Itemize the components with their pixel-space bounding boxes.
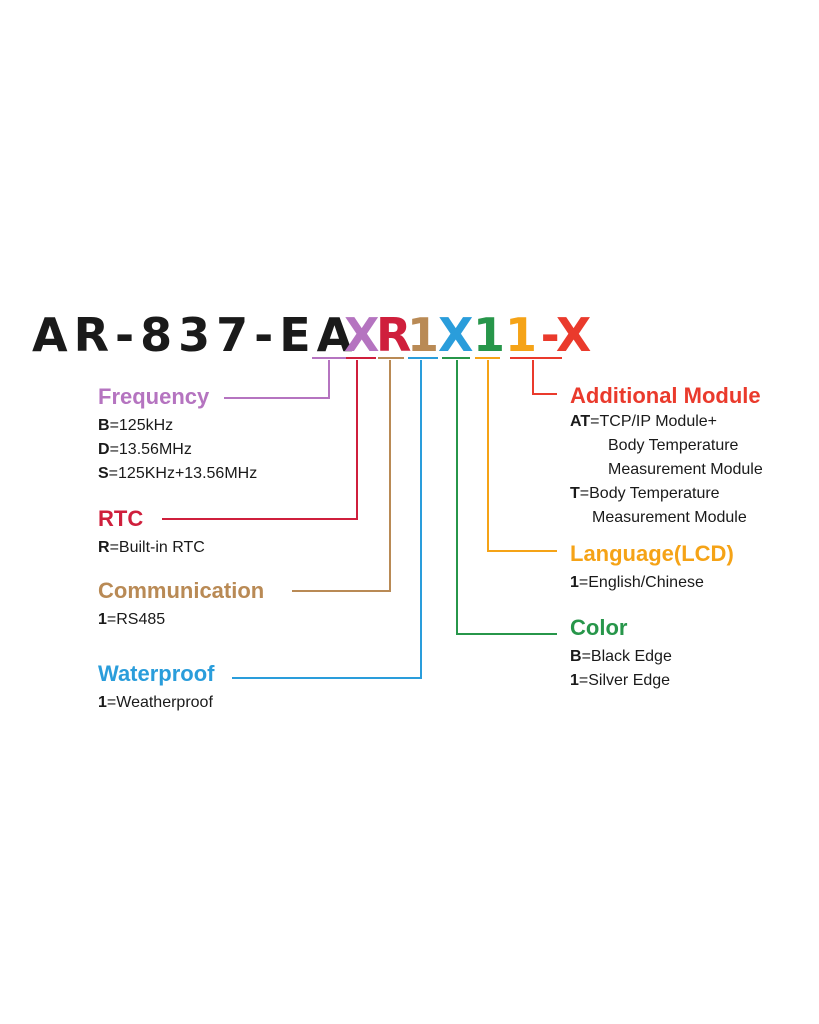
code-color: 1 [472,308,505,362]
additional-option-desc: =TCP/IP Module+ [590,413,718,430]
color-title: Color [570,615,628,640]
rtc-option: R=Built-in RTC [98,536,205,560]
communication-option-desc: =RS485 [106,611,166,628]
communication-connector [292,360,391,592]
additional-option-desc: Measurement Module [608,461,763,478]
frequency-option: S=125KHz+13.56MHz [98,462,257,486]
color-option-desc: =Silver Edge [578,672,671,689]
color-option: 1=Silver Edge [570,669,670,693]
waterproof-option: 1=Weatherproof [98,691,213,715]
frequency-option: B=125kHz [98,414,173,438]
frequency-option-desc: =125KHz+13.56MHz [108,465,258,482]
language-option-desc: =English/Chinese [578,574,704,591]
code-frequency: X [344,308,380,362]
additional-option-code: AT [570,413,591,430]
color-option-code: 1 [570,672,579,689]
additional-option-desc: Body Temperature [608,437,739,454]
language-option: 1=English/Chinese [570,571,704,595]
color-option-desc: =Black Edge [581,648,672,665]
additional-option-desc: Measurement Module [592,509,747,526]
color-connector [456,360,557,635]
waterproof-option-code: 1 [98,694,107,711]
rtc-title: RTC [98,506,144,531]
color-option-code: B [570,648,582,665]
communication-option: 1=RS485 [98,608,165,632]
rtc-connector [162,360,358,520]
rtc-option-code: R [98,539,110,556]
waterproof-connector [232,360,422,679]
additional-option-desc: =Body Temperature [579,485,720,502]
frequency-option-code: B [98,417,110,434]
frequency-option-code: S [98,465,109,482]
additional-option: Measurement Module [608,458,763,482]
frequency-connector [224,360,330,399]
additional-title: Additional Module [570,383,761,408]
additional-connector [532,360,557,395]
code-communication: 1 [406,308,439,362]
frequency-option: D=13.56MHz [98,438,192,462]
language-option-code: 1 [570,574,579,591]
code-rtc: R [376,308,412,362]
waterproof-title: Waterproof [98,661,215,686]
code-language: 1 [504,308,537,362]
additional-option: T=Body Temperature [570,482,720,506]
frequency-option-code: D [98,441,110,458]
communication-title: Communication [98,578,265,603]
additional-option: Body Temperature [608,434,738,458]
language-title: Language(LCD) [570,541,734,566]
additional-option-code: T [570,485,580,502]
color-option: B=Black Edge [570,645,672,669]
frequency-option-desc: =13.56MHz [109,441,192,458]
model-prefix: AR-837-EA [32,308,359,362]
waterproof-option-desc: =Weatherproof [106,694,213,711]
frequency-option-desc: =125kHz [109,417,174,434]
code-additional: -X [540,308,592,362]
language-connector [487,360,557,552]
communication-option-code: 1 [98,611,107,628]
frequency-title: Frequency [98,384,210,409]
rtc-option-desc: =Built-in RTC [109,539,205,556]
additional-option: AT=TCP/IP Module+ [570,410,717,434]
additional-option: Measurement Module [592,506,747,530]
code-waterproof: X [438,308,474,362]
